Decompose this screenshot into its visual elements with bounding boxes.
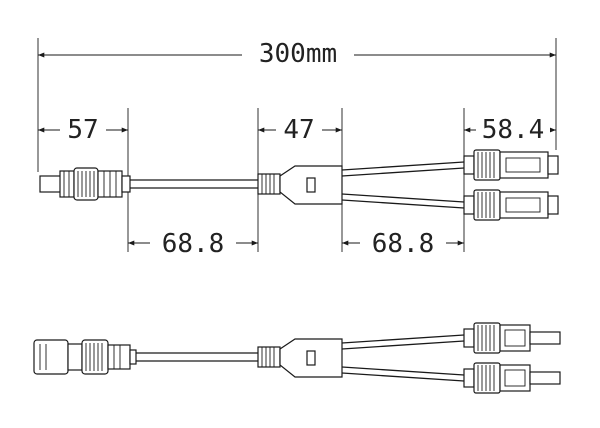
top-view-assembly: [39, 149, 559, 221]
dimension-branch-body-label: 47: [283, 115, 314, 145]
dimension-cable-left: 68.8: [128, 228, 258, 259]
left-connector-bottom: [33, 339, 137, 375]
dimension-cable-left-label: 68.8: [162, 229, 225, 259]
dimension-cable-right: 68.8: [342, 228, 464, 259]
right-connector-lower-top: [463, 189, 559, 221]
branch-body-top: [257, 165, 343, 205]
left-connector-top: [39, 167, 131, 201]
branch-body-bottom: [257, 338, 343, 378]
dimension-cable-right-label: 68.8: [372, 229, 435, 259]
dimension-annotations: 300mm 57 47 58.4 68.8: [37, 38, 557, 259]
right-connector-upper-top: [463, 149, 559, 181]
dimension-total-label: 300mm: [259, 39, 337, 69]
dimension-left-connector: 57: [38, 108, 129, 252]
dimension-right-connector-label: 58.4: [482, 115, 545, 145]
dimension-right-connector: 58.4: [463, 108, 556, 252]
dimension-left-connector-label: 57: [67, 115, 98, 145]
branch-cables-top: [341, 161, 465, 209]
bottom-view-assembly: [33, 322, 561, 394]
right-connector-lower-bottom: [463, 362, 561, 394]
right-connector-upper-bottom: [463, 322, 561, 354]
dimension-total: 300mm: [37, 38, 557, 172]
branch-cables-bottom: [341, 334, 465, 382]
